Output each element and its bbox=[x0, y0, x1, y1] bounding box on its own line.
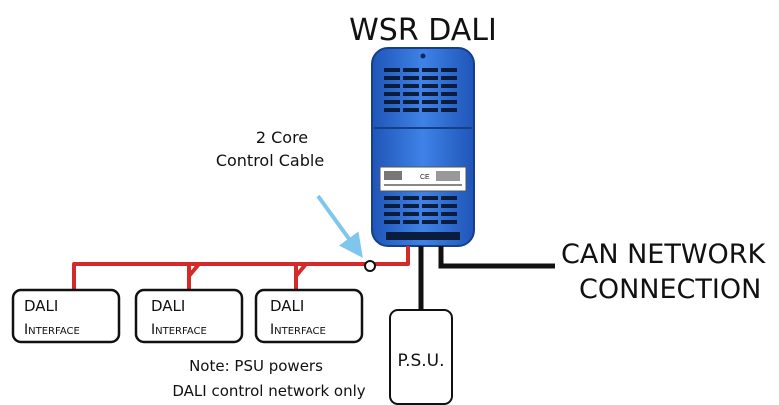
dali-bus-wire bbox=[72, 246, 410, 290]
wsr-dali-device: CE bbox=[371, 47, 475, 247]
psu-label: P.S.U. bbox=[397, 351, 444, 371]
cable-callout-arrow bbox=[316, 194, 363, 258]
top-vent-grille bbox=[384, 68, 457, 112]
dali-interface-1: DALI Interface bbox=[11, 288, 121, 344]
psu-box: P.S.U. bbox=[389, 309, 453, 405]
rating-label: CE bbox=[379, 166, 467, 192]
terminal-strip bbox=[386, 232, 460, 240]
cable-callout-line1: 2 Core bbox=[256, 128, 308, 147]
device-title: WSR DALI bbox=[349, 13, 497, 48]
cable-callout-line2: Control Cable bbox=[216, 151, 324, 170]
note-line2: DALI control network only bbox=[172, 382, 365, 400]
interface-1-line2: Interface bbox=[24, 322, 80, 338]
bottom-vent-grille bbox=[384, 196, 457, 224]
interface-3-line2: Interface bbox=[270, 322, 326, 338]
interface-3-line1: DALI bbox=[270, 297, 304, 315]
black-wiring bbox=[418, 246, 555, 310]
dali-interface-3: DALI Interface bbox=[254, 288, 364, 344]
device-top-screw bbox=[420, 53, 426, 59]
can-label-line2: CONNECTION bbox=[579, 274, 761, 305]
interface-2-line2: Interface bbox=[151, 322, 207, 338]
cable-junction bbox=[364, 260, 376, 272]
interface-2-line1: DALI bbox=[151, 297, 185, 315]
note-line1: Note: PSU powers bbox=[189, 357, 323, 375]
ce-mark: CE bbox=[420, 174, 430, 181]
interface-1-line1: DALI bbox=[24, 297, 58, 315]
dali-interface-2: DALI Interface bbox=[134, 288, 244, 344]
can-label-line1: CAN NETWORK bbox=[561, 239, 767, 270]
